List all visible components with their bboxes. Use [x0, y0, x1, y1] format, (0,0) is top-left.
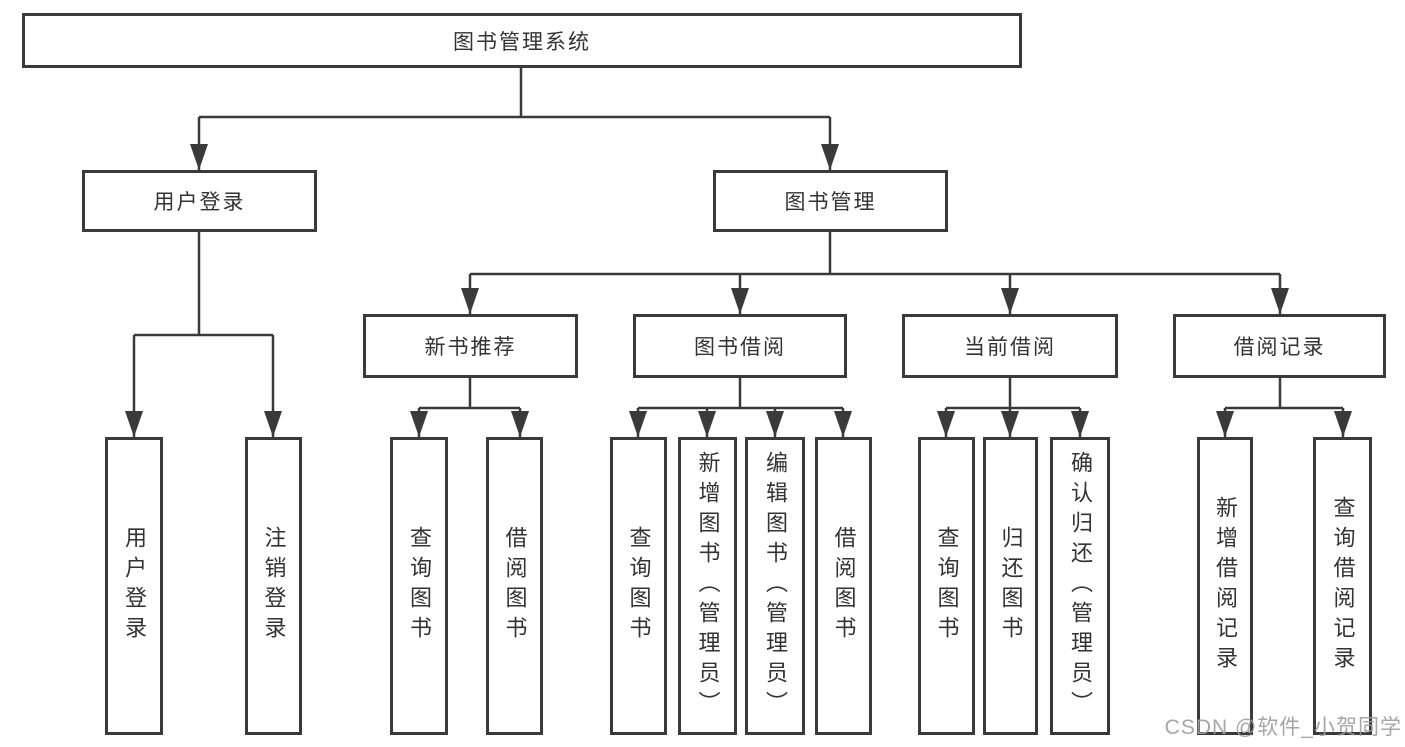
- node-current-borrow: 当前借阅: [902, 314, 1118, 378]
- node-label: 借阅记录: [1233, 336, 1326, 359]
- node-label: 查询借阅记录: [1330, 496, 1356, 676]
- node-label: 用户登录: [153, 191, 246, 214]
- node-label: 借阅图书: [831, 526, 857, 646]
- node-label: 查询图书: [407, 526, 432, 646]
- node-label: 当前借阅: [964, 336, 1056, 359]
- leaf-query-books: 查询图书: [918, 437, 975, 735]
- leaf-add-borrow-record: 新增借阅记录: [1197, 437, 1253, 735]
- node-new-book-recommend: 新书推荐: [363, 314, 578, 378]
- leaf-logout: 注销登录: [245, 437, 302, 735]
- node-book-borrow: 图书借阅: [633, 314, 847, 378]
- leaf-add-books-admin: 新增图书（管理员）: [678, 437, 737, 735]
- node-book-management: 图书管理: [713, 170, 948, 232]
- leaf-return-books: 归还图书: [983, 437, 1038, 735]
- node-label: 编辑图书（管理员）: [763, 451, 788, 721]
- watermark: CSDN @软件_小贺同学: [1164, 716, 1402, 739]
- node-user-login: 用户登录: [82, 170, 317, 232]
- node-label: 图书借阅: [694, 336, 786, 359]
- leaf-edit-books-admin: 编辑图书（管理员）: [745, 437, 805, 735]
- node-label: 归还图书: [998, 526, 1024, 646]
- leaf-query-books: 查询图书: [610, 437, 667, 735]
- node-label: 确认归还（管理员）: [1068, 451, 1093, 721]
- node-borrow-records: 借阅记录: [1173, 314, 1386, 378]
- leaf-confirm-return-admin: 确认归还（管理员）: [1050, 437, 1110, 735]
- node-label: 图书管理系统: [453, 30, 591, 54]
- node-label: 用户登录: [122, 526, 147, 646]
- leaf-query-books: 查询图书: [390, 437, 448, 735]
- leaf-user-login: 用户登录: [105, 437, 163, 735]
- leaf-query-borrow-record: 查询借阅记录: [1313, 437, 1372, 735]
- node-library-system: 图书管理系统: [22, 13, 1022, 68]
- node-label: 查询图书: [626, 526, 652, 646]
- node-label: 借阅图书: [502, 526, 528, 646]
- node-label: 注销登录: [261, 526, 287, 646]
- node-label: 新书推荐: [424, 336, 517, 359]
- node-label: 图书管理: [784, 191, 877, 214]
- leaf-borrow-books: 借阅图书: [486, 437, 543, 735]
- leaf-borrow-books: 借阅图书: [815, 437, 872, 735]
- node-label: 新增借阅记录: [1213, 496, 1238, 676]
- node-label: 查询图书: [934, 526, 960, 646]
- node-label: 新增图书（管理员）: [695, 451, 721, 721]
